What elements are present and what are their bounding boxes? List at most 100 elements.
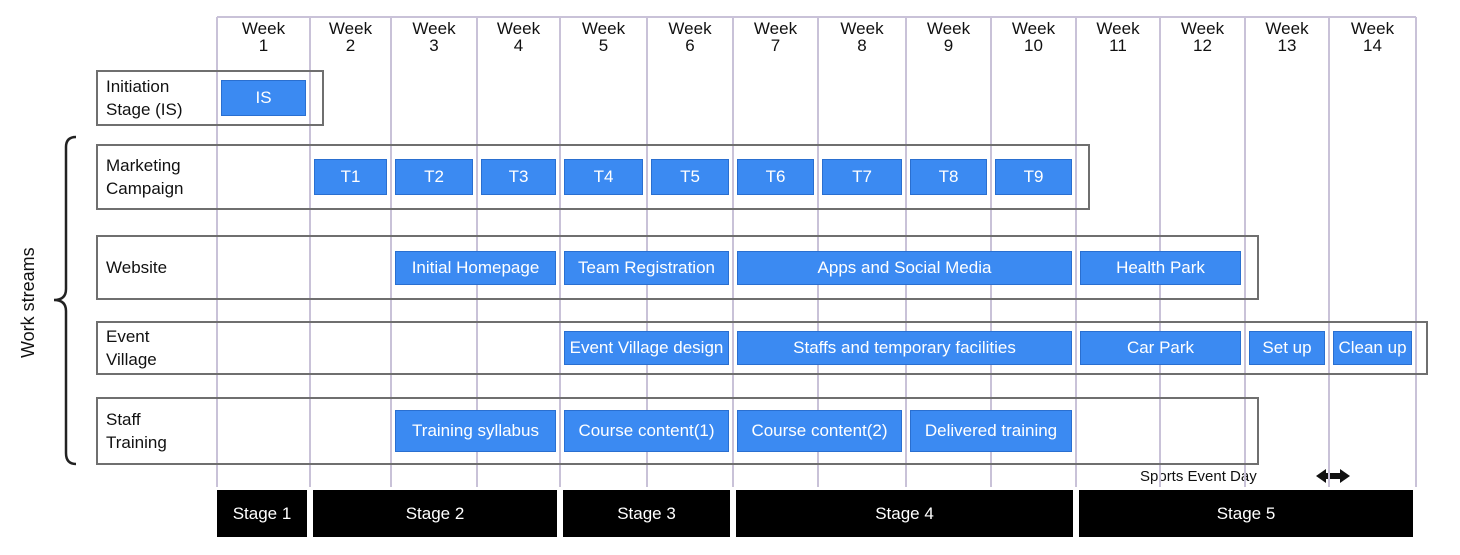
task-bar: T3 [481,159,556,195]
workstreams-brace [53,135,77,466]
task-bar-label: T3 [508,167,529,186]
sports-event-day-label: Sports Event Day [1140,468,1257,485]
workstream-label-line: Staff [106,410,141,429]
task-bar-label: T4 [593,167,614,186]
task-bar: Course content(1) [564,410,729,452]
week-header-number: 7 [770,36,781,55]
week-header-label: Week [1096,19,1140,38]
task-bar-label: T8 [938,167,959,186]
workstream-label-line: Campaign [106,179,184,198]
week-header-number: 1 [258,36,269,55]
week-header-label: Week [496,19,541,38]
task-bar: T9 [995,159,1072,195]
week-header-number: 6 [685,36,695,55]
workstream-label: Website [106,256,167,279]
workstreams-label: Work streams [18,247,38,358]
week-header-label: Week [926,19,971,38]
grid-line [1244,17,1246,487]
task-bar-label: T6 [765,167,786,186]
task-bar-label: Team Registration [577,257,715,277]
stage-label: Stage 1 [232,503,292,523]
task-bar-label: Event Village design [569,338,724,357]
workstream-label-line: Training [106,433,167,452]
grid-line [1075,17,1077,487]
week-header-label: Week [328,19,373,38]
task-bar: Clean up [1333,331,1412,365]
task-bar-label: T5 [680,167,700,186]
week-header-number: 2 [345,36,356,55]
task-bar-label: Health Park [1116,257,1205,277]
task-bar: Course content(2) [737,410,902,452]
task-bar: T2 [395,159,473,195]
week-header-label: Week [668,19,712,38]
task-bar: T8 [910,159,987,195]
task-bar: IS [221,80,306,116]
task-bar-label: T2 [424,167,444,186]
week-header-label: Week [753,19,798,38]
task-bar-label: T9 [1023,167,1044,186]
task-bar: Health Park [1080,250,1241,285]
task-bar-label: Delivered training [924,421,1058,440]
week-header-number: 5 [598,36,609,55]
grid-line [216,17,218,487]
workstream-label-line: Stage (IS) [106,100,183,119]
grid-line [559,17,561,487]
task-bar-label: Course content(2) [751,421,888,440]
task-bar-label: Training syllabus [412,421,539,440]
week-header-number: 13 [1277,36,1297,55]
workstream-row [96,321,1428,375]
week-header-label: Week [581,19,626,38]
task-bar-label: T7 [852,167,872,186]
stage-label: Stage 4 [875,503,934,523]
task-bar-label: Set up [1262,338,1312,357]
stage-label: Stage 5 [1216,503,1276,523]
task-bar-label: IS [255,88,272,107]
workstream-row [96,144,1090,210]
task-bar-label: Initial Homepage [411,257,540,277]
task-bar-label: Clean up [1338,338,1407,357]
stage-bar: Stage 5 [1079,490,1413,537]
week-header-number: 10 [1024,36,1043,55]
task-bar: Car Park [1080,331,1241,365]
week-header-label: Week [1350,19,1395,38]
task-bar: T1 [314,159,387,195]
week-header-number: 3 [429,36,439,55]
week-header-number: 11 [1109,36,1127,55]
workstream-row [96,70,324,126]
week-header-label: Week [840,19,884,38]
workstream-label-line: Marketing [106,156,181,175]
grid-line [1328,17,1330,487]
stage-bar: Stage 1 [217,490,307,537]
week-header-number: 14 [1363,36,1382,55]
week-header-number: 9 [943,36,954,55]
week-header-label: Week [1265,19,1309,38]
task-bar-label: Course content(1) [578,421,715,440]
week-header-label: Week [1180,19,1225,38]
week-header-label: Week [241,19,286,38]
task-bar: Set up [1249,331,1325,365]
task-bar: Initial Homepage [395,250,556,285]
task-bar: T6 [737,159,814,195]
workstream-row [96,235,1259,300]
stage-bar: Stage 2 [313,490,557,537]
task-bar: T5 [651,159,729,195]
grid-top-line [217,16,1416,18]
week-header-number: 12 [1193,36,1212,55]
task-bar: Staffs and temporary facilities [737,331,1072,365]
sports-event-day-marker [1316,469,1350,483]
task-bar: Training syllabus [395,410,556,452]
